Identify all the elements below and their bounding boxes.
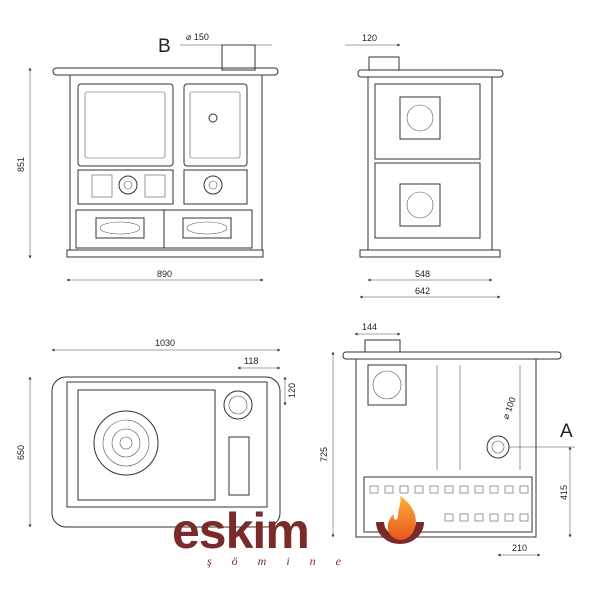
dim-outlet-diameter: ⌀ 100 bbox=[500, 396, 517, 421]
base bbox=[66, 249, 264, 258]
flue-pipe bbox=[221, 44, 256, 71]
dim-depth-total: 642 bbox=[415, 286, 430, 296]
dim-width: 890 bbox=[157, 269, 172, 279]
top-rail bbox=[52, 67, 279, 76]
side-view: 120 548 642 bbox=[345, 33, 504, 299]
label-a: A bbox=[560, 421, 573, 442]
eskimo-logo: eskim şömine bbox=[172, 496, 424, 568]
dim-section-flue-offset: 144 bbox=[362, 322, 377, 332]
logo-tagline: şömine bbox=[207, 554, 361, 568]
dim-outlet-offset: 210 bbox=[512, 543, 527, 553]
dim-top-depth: 650 bbox=[16, 445, 26, 460]
stove-body bbox=[69, 74, 263, 251]
dim-flue-offset: 120 bbox=[362, 33, 377, 43]
dim-flue-diameter: ⌀ 150 bbox=[186, 32, 209, 42]
top-view: 1030 118 120 650 bbox=[16, 338, 297, 528]
dim-section-height: 725 bbox=[319, 447, 329, 462]
dim-top-width: 1030 bbox=[155, 338, 175, 348]
flue-pipe bbox=[368, 56, 400, 71]
flame-icon bbox=[387, 496, 416, 540]
dim-flue-x: 118 bbox=[244, 356, 258, 366]
logo-brand: eskim bbox=[172, 503, 309, 559]
dim-depth-inner: 548 bbox=[415, 269, 430, 279]
label-b: B bbox=[158, 36, 171, 57]
dim-outlet-height: 415 bbox=[559, 485, 569, 500]
dim-height: 851 bbox=[16, 157, 26, 172]
grate-slots bbox=[369, 485, 529, 522]
section-view: 144 725 ⌀ 100 415 210 A bbox=[319, 322, 575, 557]
dim-flue-y: 120 bbox=[287, 383, 297, 398]
front-view: B ⌀ 150 851 890 bbox=[16, 32, 279, 282]
